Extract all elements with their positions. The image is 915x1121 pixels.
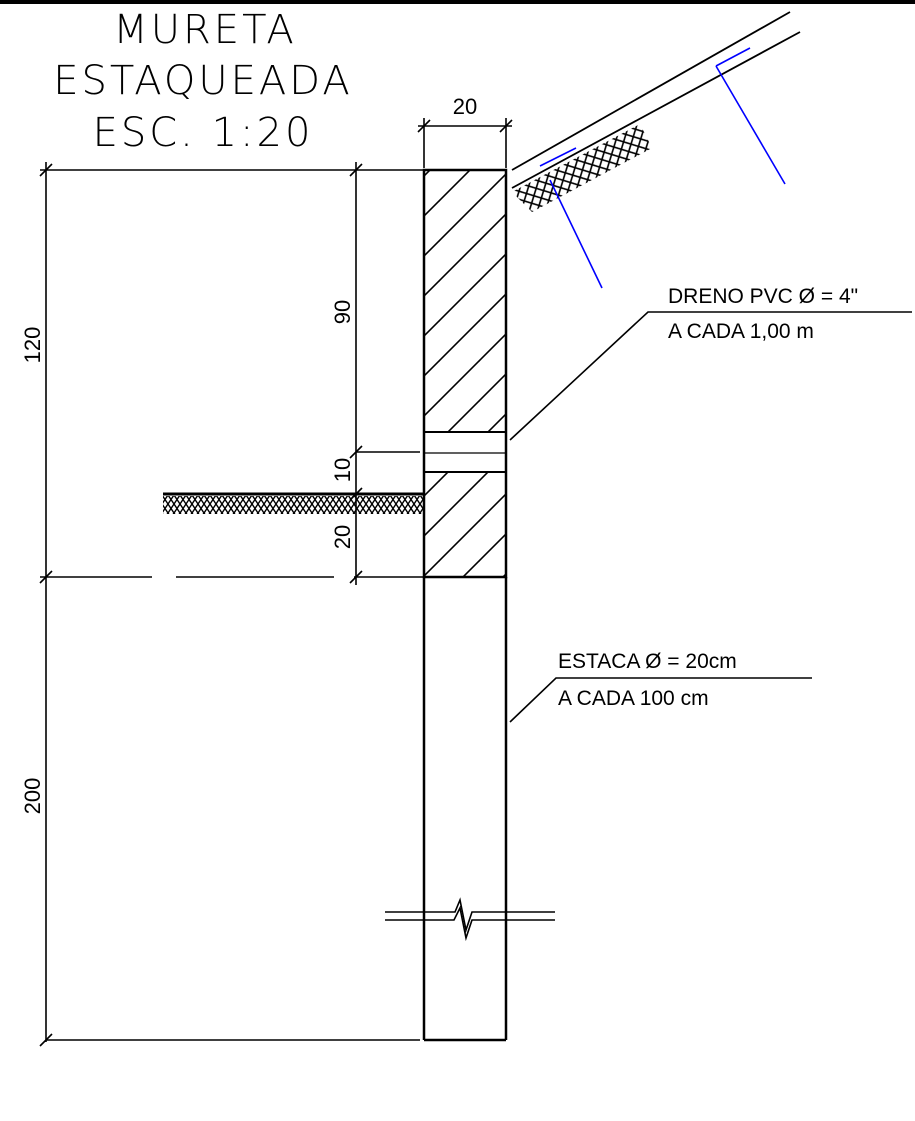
- drain-note-line1: DRENO PVC Ø = 4": [668, 285, 858, 308]
- wall-outline: [422, 168, 508, 579]
- dim-120-label: 120: [20, 327, 45, 364]
- pile-leader: [509, 677, 812, 723]
- slope-soil-hatch: [512, 124, 652, 212]
- drain-note-line2: A CADA 1,00 m: [668, 320, 814, 343]
- pile-note-line2: A CADA 100 cm: [558, 687, 709, 710]
- dim-width-top: [417, 118, 513, 168]
- dim-90-label: 90: [330, 300, 355, 324]
- slope-line-upper: [511, 11, 791, 171]
- break-symbol: [385, 897, 555, 942]
- wall-upper-hatch: [424, 170, 506, 432]
- dim-20-label: 20: [330, 525, 355, 549]
- blue-section-mark-left: [539, 147, 603, 289]
- title-line2: ESTAQUEADA: [53, 58, 353, 104]
- blue-section-mark-right: [715, 47, 786, 185]
- ground-soil-hatch: [163, 492, 424, 514]
- slope-line-lower: [511, 31, 801, 189]
- pile-note-line1: ESTACA Ø = 20cm: [558, 650, 737, 673]
- title-scale: ESC. 1:20: [93, 110, 314, 156]
- dim-width-top-label: 20: [453, 94, 477, 119]
- drain-leader: [509, 311, 912, 441]
- dim-10-label: 10: [330, 458, 355, 482]
- dim-inner-vertical: [349, 162, 420, 585]
- title-line1: MURETA: [113, 7, 297, 53]
- dim-200-label: 200: [20, 778, 45, 815]
- dim-left-vertical: [39, 162, 424, 1047]
- wall-lower-hatch: [424, 472, 506, 577]
